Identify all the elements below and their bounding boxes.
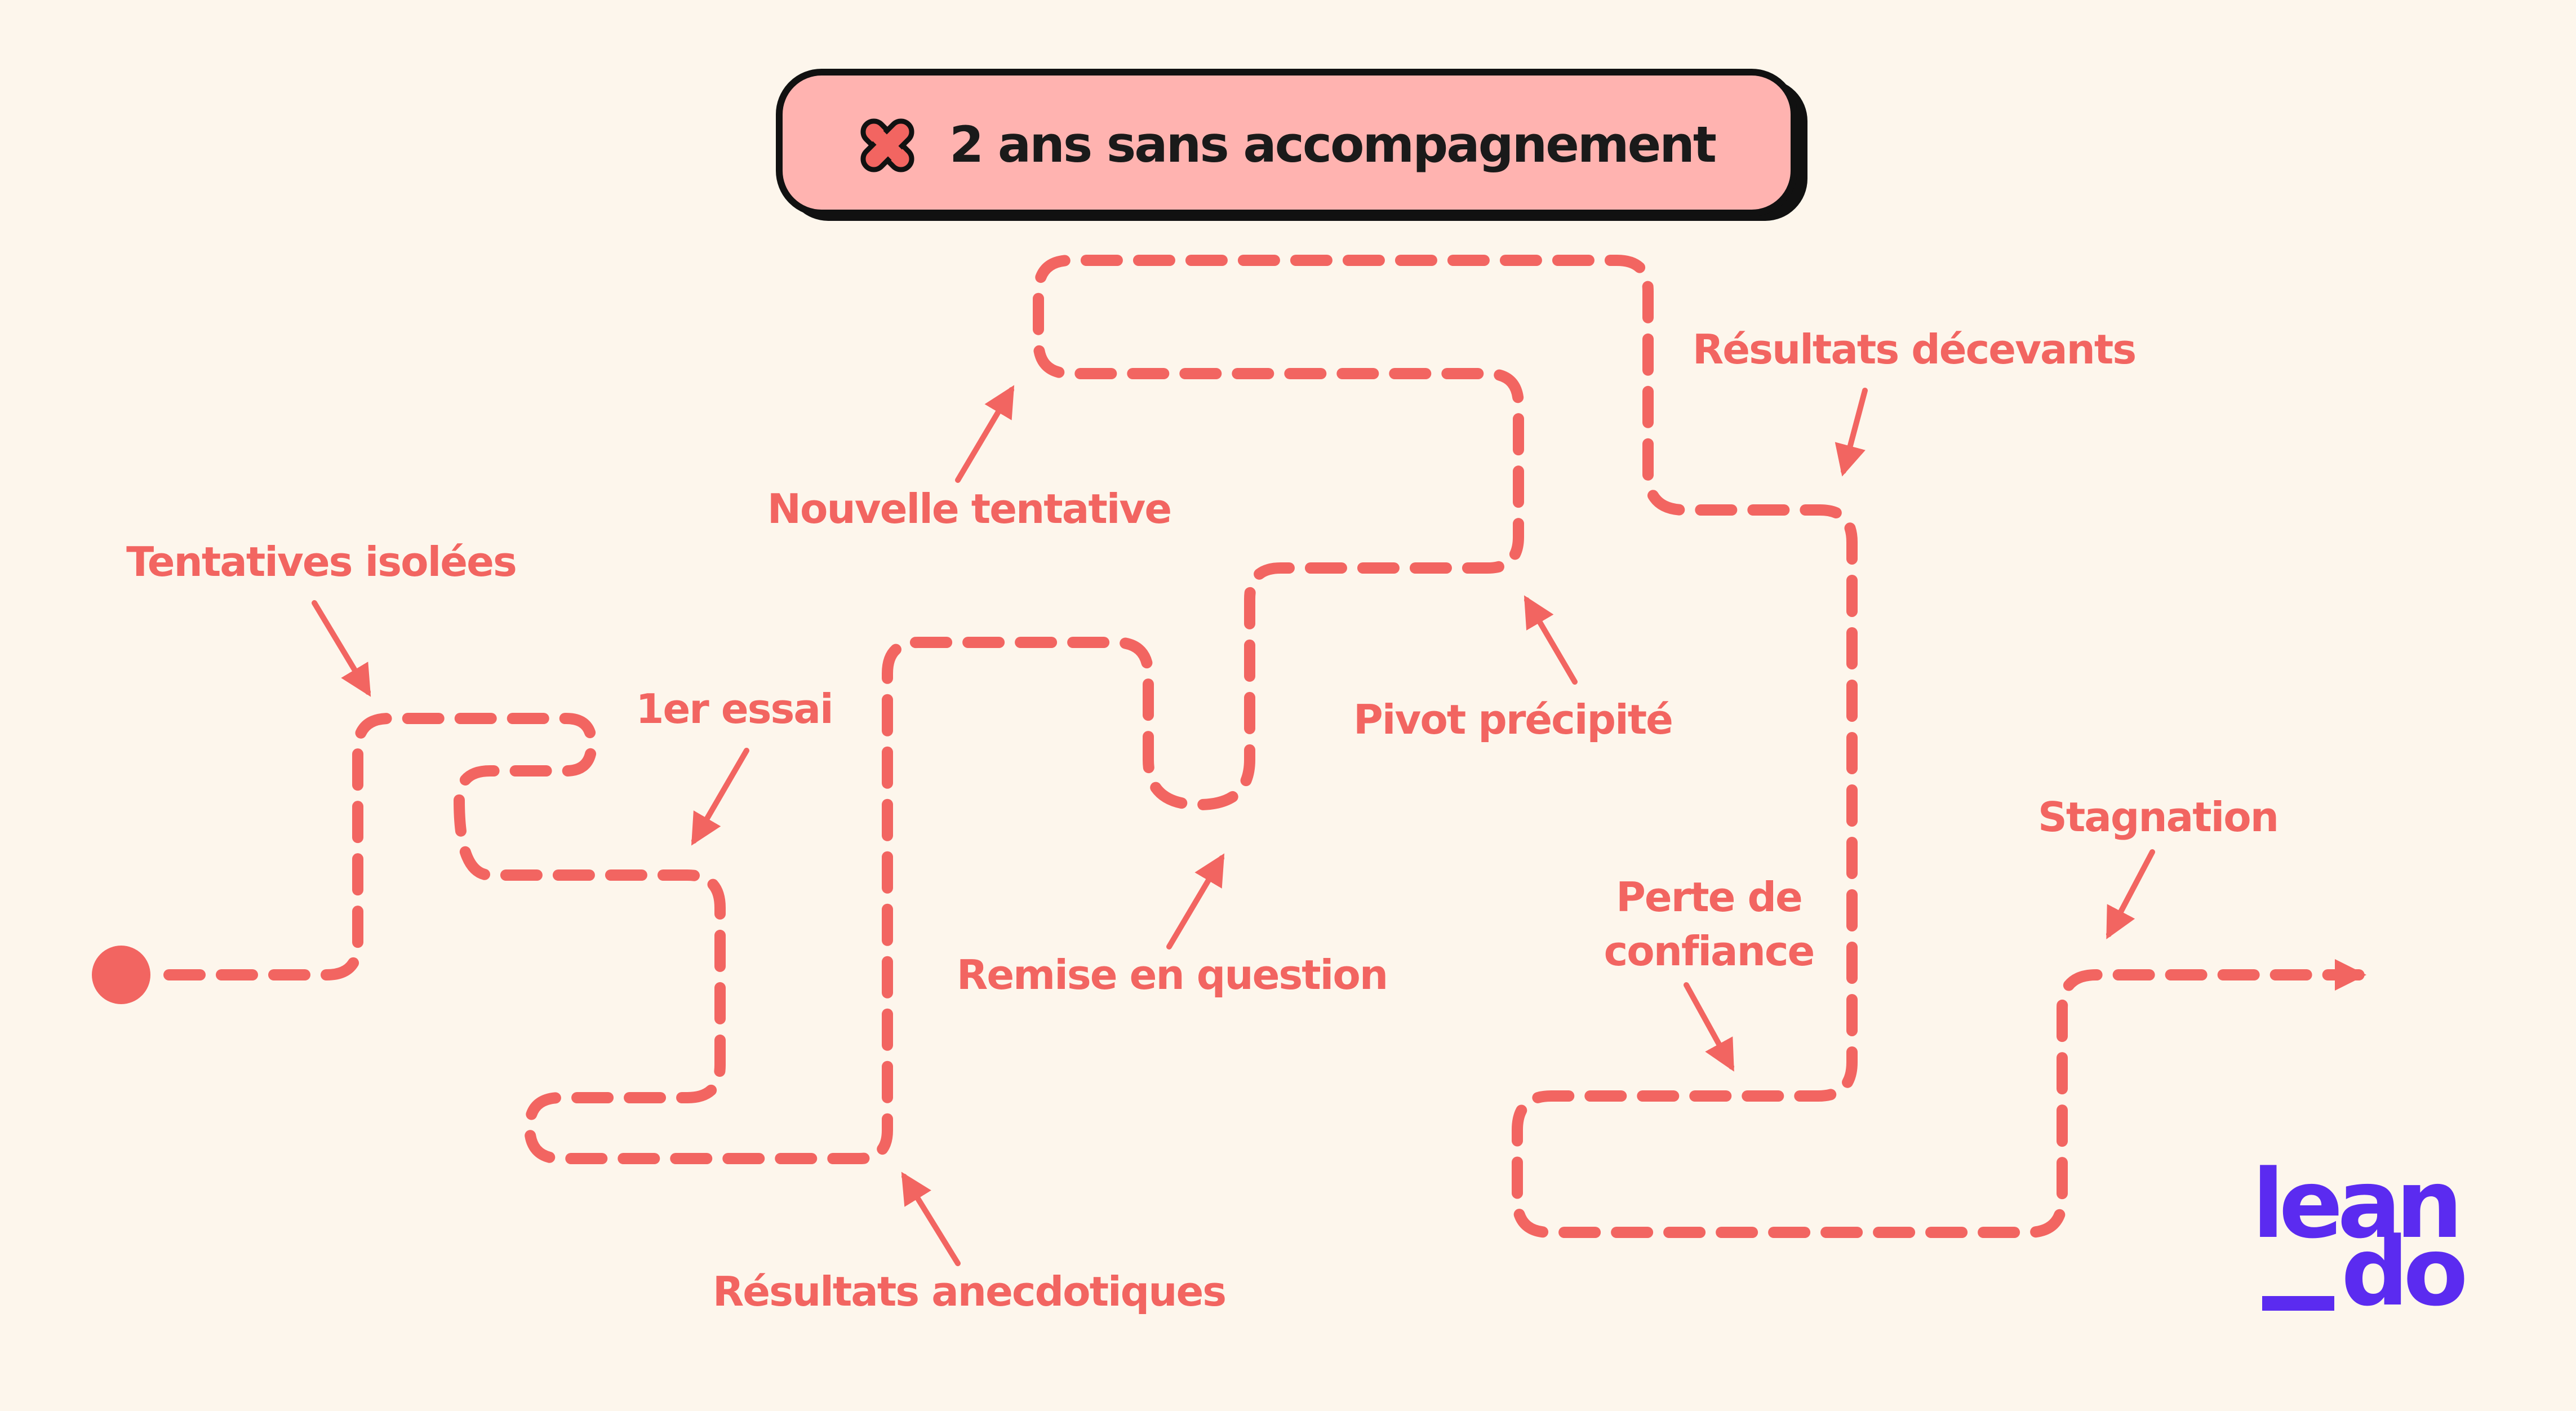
start-dot xyxy=(92,946,150,1004)
x-cross-icon xyxy=(860,118,914,172)
leando-logo: lean do xyxy=(2252,1149,2470,1327)
arrow-perte-de-confiance xyxy=(1684,982,1734,1072)
arrow-stagnation xyxy=(2106,849,2155,939)
arrow-pivot-precipite xyxy=(1524,595,1578,685)
label-1er-essai: 1er essai xyxy=(636,685,832,733)
arrow-remise-en-question xyxy=(1166,853,1225,949)
title-text: 2 ans sans accompagnement xyxy=(949,116,1716,174)
journey-path xyxy=(163,255,2366,1238)
arrow-nouvelle-tentative xyxy=(955,385,1015,483)
logo-underscore xyxy=(2262,1296,2334,1311)
arrow-tentatives-isolees xyxy=(312,600,371,697)
arrow-resultats-anecdotiques xyxy=(901,1172,961,1266)
label-remise-en-question: Remise en question xyxy=(957,951,1387,999)
label-tentatives-isolees: Tentatives isolées xyxy=(126,538,516,585)
label-perte-de: Perte de xyxy=(1616,873,1802,921)
title-banner: 2 ans sans accompagnement xyxy=(776,69,1807,221)
pointer-arrows xyxy=(312,385,2155,1266)
label-resultats-decevants: Résultats décevants xyxy=(1693,326,2135,373)
logo-line-2: do xyxy=(2341,1217,2464,1327)
arrow-resultats-decevants xyxy=(1835,388,1868,477)
label-stagnation: Stagnation xyxy=(2038,793,2278,841)
milestone-labels: Tentatives isolées 1er essai Résultats a… xyxy=(126,326,2279,1315)
logo-line-1: lean xyxy=(2252,1149,2458,1259)
label-confiance: confiance xyxy=(1604,928,1814,975)
label-nouvelle-tentative: Nouvelle tentative xyxy=(767,485,1171,533)
arrow-1er-essai xyxy=(691,748,749,846)
label-pivot-precipite: Pivot précipité xyxy=(1353,696,1672,743)
label-resultats-anecdotiques: Résultats anecdotiques xyxy=(713,1268,1225,1315)
